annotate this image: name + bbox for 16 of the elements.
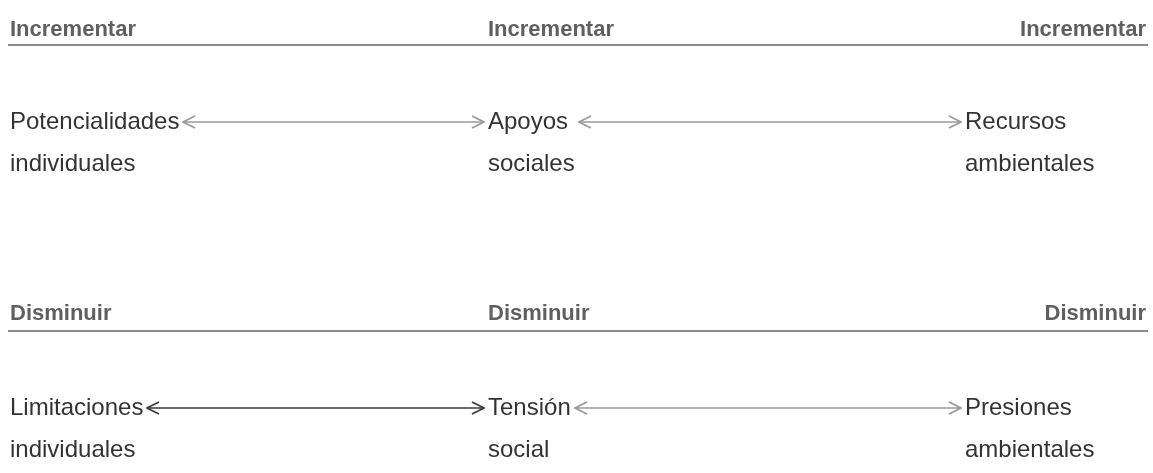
- double-arrow: [182, 115, 485, 129]
- column-heading: Incrementar: [10, 16, 136, 42]
- column-heading: Incrementar: [1020, 16, 1146, 42]
- column-heading: Disminuir: [1044, 300, 1146, 326]
- factor-text: Recursos ambientales: [965, 100, 1095, 184]
- factor-text: Limitaciones individuales: [10, 386, 144, 470]
- factor-text: Presiones ambientales: [965, 386, 1095, 470]
- factor-text: Tensión social: [488, 386, 571, 470]
- column-heading: Incrementar: [488, 16, 614, 42]
- double-arrow: [574, 401, 962, 415]
- factor-text: Potencialidades individuales: [10, 100, 180, 184]
- column-heading: Disminuir: [488, 300, 590, 326]
- double-arrow: [146, 401, 485, 415]
- factor-text: Apoyos sociales: [488, 100, 575, 184]
- double-arrow: [578, 115, 962, 129]
- column-heading: Disminuir: [10, 300, 112, 326]
